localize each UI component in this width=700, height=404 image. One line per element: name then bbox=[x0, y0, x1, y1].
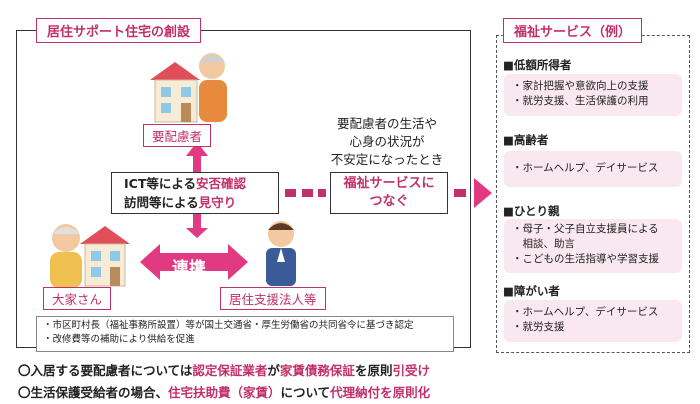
bottom-line-1-highlight: 家賃債務保証 bbox=[279, 363, 355, 378]
bottom-line-2-part: 〇生活保護受給者の場合、 bbox=[18, 385, 169, 400]
category-disability-box: ・ホームヘルプ、デイサービス ・就労支援 bbox=[504, 300, 682, 342]
elderly-house-illustration bbox=[150, 62, 200, 123]
category-single-parent-item: ・母子・父子自立支援員による bbox=[512, 223, 659, 235]
elderly-person-illustration bbox=[199, 53, 227, 122]
condition-line-2: 心身の状況が bbox=[349, 134, 425, 149]
bottom-line-1: 〇入居する要配慮者については認定保証業者が家賃債務保証を原則引受け bbox=[18, 360, 430, 379]
monitoring-box: ICT等による安否確認 訪問等による見守り bbox=[111, 172, 279, 214]
support-org-label: 居住支援法人等 bbox=[220, 287, 326, 310]
bottom-line-1-highlight: 引受け bbox=[392, 363, 430, 378]
category-low-income-item: ・家計把握や意欲向上の支援 bbox=[512, 80, 649, 92]
category-low-income-item: ・就労支援、生活保護の利用 bbox=[512, 95, 649, 107]
notes-box: ・市区町村長（福祉事務所設置）等が国土交通省・厚生労働省の共同省令に基づき認定 … bbox=[36, 316, 454, 352]
bottom-line-2-highlight: 住宅扶助費（家賃） bbox=[168, 385, 281, 400]
condition-text: 要配慮者の生活や 心身の状況が 不安定になったとき bbox=[322, 115, 452, 169]
category-low-income-box: ・家計把握や意欲向上の支援 ・就労支援、生活保護の利用 bbox=[504, 74, 682, 116]
bottom-line-2-highlight: 代理納付を原則化 bbox=[330, 385, 431, 400]
category-single-parent-head: ■ひとり親 bbox=[503, 204, 560, 218]
renkei-arrow bbox=[140, 244, 248, 280]
vertical-arrow bbox=[186, 142, 208, 238]
category-single-parent-item: 相談、助言 bbox=[512, 238, 575, 250]
bottom-line-1-part: を原則 bbox=[354, 363, 393, 378]
note-2: ・改修費等の補助により供給を促進 bbox=[43, 334, 195, 345]
category-single-parent-item: ・こどもの生活指導や学習支援 bbox=[512, 253, 659, 265]
condition-line-1: 要配慮者の生活や bbox=[336, 116, 437, 131]
note-1: ・市区町村長（福祉事務所設置）等が国土交通省・厚生労働省の共同省令に基づき認定 bbox=[43, 320, 414, 331]
category-low-income-head: ■低額所得者 bbox=[503, 58, 572, 72]
elderly-label: 要配慮者 bbox=[143, 124, 212, 147]
landlord-illustration bbox=[50, 224, 82, 288]
category-elderly-item: ・ホームヘルプ、デイサービス bbox=[512, 162, 659, 174]
section-title: 居住サポート住宅の創設 bbox=[36, 18, 202, 43]
category-elderly-box: ・ホームヘルプ、デイサービス bbox=[504, 151, 682, 187]
bottom-line-1-part: 〇入居する要配慮者については bbox=[18, 363, 193, 378]
condition-line-3: 不安定になったとき bbox=[330, 152, 444, 167]
bottom-line-2-part: について bbox=[280, 385, 331, 400]
monitoring-line2-text: 訪問等による bbox=[124, 195, 199, 210]
side-panel-title: 福祉サービス（例） bbox=[503, 18, 643, 43]
category-elderly-head: ■高齢者 bbox=[503, 133, 549, 147]
bottom-line-1-part: が bbox=[267, 363, 280, 378]
category-single-parent-box: ・母子・父子自立支援員による 相談、助言 ・こどもの生活指導や学習支援 bbox=[504, 219, 682, 273]
renkei-label: 連携 bbox=[172, 259, 206, 279]
connect-welfare-line-2: つなぐ bbox=[369, 194, 409, 209]
landlord-house-illustration bbox=[80, 226, 130, 287]
dashed-arrow-to-side-panel bbox=[454, 178, 492, 208]
monitoring-line2-highlight: 見守り bbox=[198, 195, 237, 210]
monitoring-line1-highlight: 安否確認 bbox=[195, 176, 246, 191]
connect-welfare-box: 福祉サービスに つなぐ bbox=[330, 172, 448, 214]
landlord-label: 大家さん bbox=[43, 287, 112, 310]
monitoring-line1-text: ICT等による bbox=[124, 176, 196, 191]
support-staff-illustration bbox=[266, 221, 296, 286]
category-disability-item: ・就労支援 bbox=[512, 321, 565, 333]
category-disability-head: ■障がい者 bbox=[503, 284, 560, 298]
category-disability-item: ・ホームヘルプ、デイサービス bbox=[512, 306, 659, 318]
connect-welfare-line-1: 福祉サービスに bbox=[343, 176, 435, 191]
bottom-line-2: 〇生活保護受給者の場合、住宅扶助費（家賃）について代理納付を原則化 bbox=[18, 382, 430, 401]
dashed-arrow-to-fukushi bbox=[285, 189, 326, 197]
bottom-line-1-highlight: 認定保証業者 bbox=[192, 363, 268, 378]
